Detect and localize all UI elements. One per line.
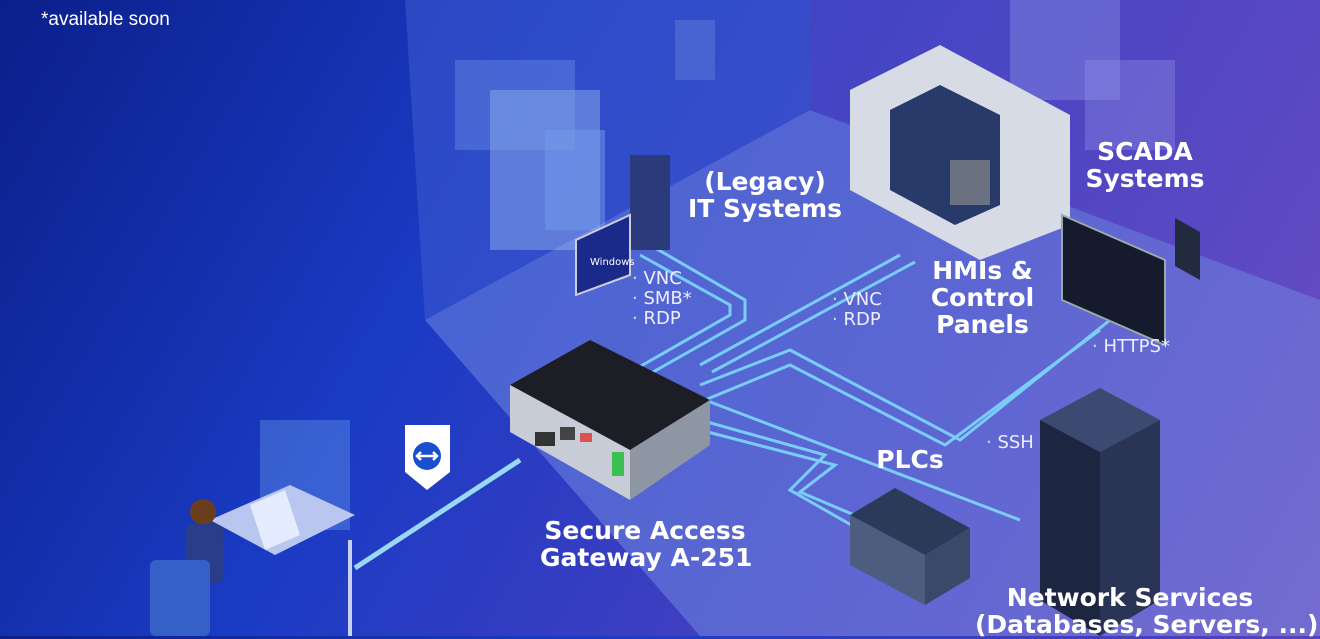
label-line: IT Systems [687,194,843,223]
gateway-device [510,340,710,500]
protocol-vnc: VNC [632,269,692,289]
label-line: HMIs & [932,256,1033,285]
floating-screens [260,0,1175,530]
label-line: Control [930,283,1035,312]
svg-text:Windows: Windows [590,257,635,268]
label-line: SCADA [1097,137,1193,166]
protocol-smb: SMB* [632,289,691,309]
label-legacy-it-systems: (Legacy) IT Systems [680,168,850,222]
label-line: Panels [936,310,1029,339]
label-line: Systems [1085,164,1205,193]
label-scada-systems: SCADA Systems [1080,138,1210,192]
label-line: Secure Access [544,516,746,545]
protocols-hmi: VNC RDP [832,290,882,330]
footnote-available-soon: *available soon [41,9,170,30]
label-line: PLCs [876,445,944,474]
protocol-rdp: RDP [632,309,692,329]
label-line: Network Services [1006,583,1254,612]
protocol-ssh: SSH [986,433,1033,453]
protocol-vnc: VNC [832,290,881,310]
back-wall-left [405,0,810,320]
cnc-machine [850,45,1070,260]
protocol-rdp: RDP [832,310,882,330]
plc-rack [850,488,970,605]
protocols-network: SSH [986,433,1033,453]
protocol-https: HTTPS* [1092,337,1170,357]
label-network-services: Network Services (Databases, Servers, ..… [975,583,1319,639]
person-at-desk [150,485,355,636]
protocols-it: VNC SMB* RDP [632,269,692,329]
remote-access-icon [405,425,450,490]
protocols-scada: HTTPS* [1092,337,1170,357]
label-line: Gateway A-251 [540,543,753,572]
legacy-it-computer: Windows [575,155,670,297]
label-secure-access-gateway: Secure Access Gateway A-251 [540,516,753,572]
label-line: (Databases, Servers, ...) [975,610,1319,639]
label-hmis-control-panels: HMIs & Control Panels [915,257,1050,338]
server-rack [1040,388,1160,636]
label-plcs: PLCs [860,446,960,473]
label-line: (Legacy) [704,167,826,196]
